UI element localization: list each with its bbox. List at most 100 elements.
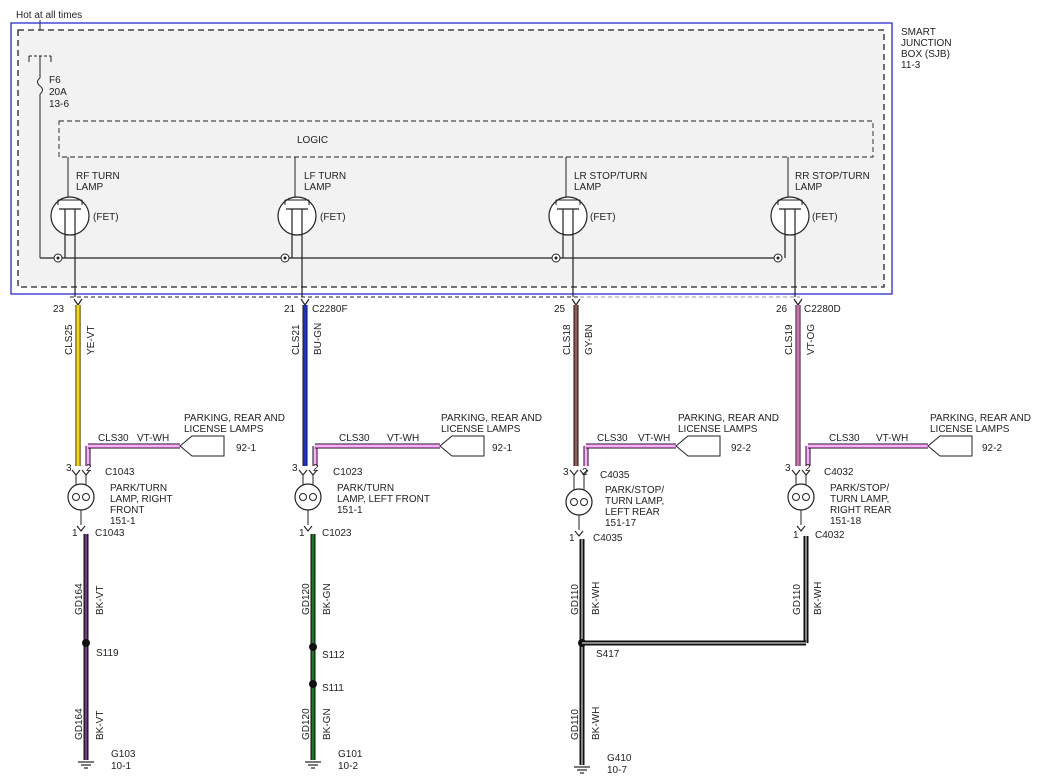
lamp-2-l1: PARK/STOP/ bbox=[605, 485, 664, 496]
lamp-3-conn-bot: C4032 bbox=[815, 530, 845, 541]
lamp-2 bbox=[565, 469, 593, 537]
branch-2-color: VT-WH bbox=[638, 433, 670, 444]
ground-2-ref: 10-7 bbox=[607, 765, 627, 776]
output-2-circuit: CLS18 bbox=[562, 324, 573, 355]
branch-3-color: VT-WH bbox=[876, 433, 908, 444]
sjb-box bbox=[10, 22, 893, 295]
ground-2-splice1: S417 bbox=[596, 649, 620, 660]
fet-0-label-1: RF TURN bbox=[76, 171, 120, 182]
output-0-circuit: CLS25 bbox=[64, 324, 75, 355]
ground-1-id: G101 bbox=[338, 749, 363, 760]
ground-0-id: G103 bbox=[111, 749, 136, 760]
branch-wire-2 bbox=[583, 443, 676, 466]
fuse-name: F6 bbox=[49, 75, 61, 86]
branch-0-circuit: CLS30 bbox=[98, 433, 129, 444]
ground-1-color-upper: BK-GN bbox=[322, 583, 333, 615]
output-0-connector-symbol bbox=[73, 298, 83, 307]
fet-2-label-2: LAMP bbox=[574, 182, 602, 193]
logic-box bbox=[58, 120, 874, 158]
branch-1-destination-arrow bbox=[439, 435, 485, 457]
lamp-2-pin3: 3 bbox=[563, 467, 569, 478]
output-1-connector: C2280F bbox=[312, 304, 348, 315]
branch-0-destination-arrow bbox=[179, 435, 225, 457]
branch-0-dest-2: LICENSE LAMPS bbox=[184, 424, 264, 435]
lamp-1-conn-top: C1023 bbox=[333, 467, 363, 478]
lamp-1-l1: PARK/TURN bbox=[337, 483, 394, 494]
branch-2-ref: 92-2 bbox=[731, 443, 751, 454]
lamp-2-pin1: 1 bbox=[569, 533, 575, 544]
branch-3-destination-arrow bbox=[927, 435, 973, 457]
lamp-0-bulb-icon bbox=[67, 483, 95, 511]
ground-2-circ-lower: GD110 bbox=[570, 709, 581, 740]
lamp-0-conn-top: C1043 bbox=[105, 467, 135, 478]
ground-1-splice2: S111 bbox=[322, 683, 344, 694]
ground-symbol-2 bbox=[574, 766, 590, 774]
lamp-3-l4: 151-18 bbox=[830, 516, 862, 527]
lamp-1-bulb-icon bbox=[294, 483, 322, 511]
lamp-2-bulb-icon bbox=[565, 488, 593, 516]
output-3-circuit: CLS19 bbox=[784, 324, 795, 355]
lamp-0-pin3: 3 bbox=[66, 463, 72, 474]
branch-3-dest-2: LICENSE LAMPS bbox=[930, 424, 1010, 435]
lamp-3-bulb-icon bbox=[787, 483, 815, 511]
sjb-label-3: BOX (SJB) bbox=[901, 49, 950, 60]
lamp-2-l3: LEFT REAR bbox=[605, 507, 660, 518]
ground-0-color-upper: BK-VT bbox=[95, 586, 106, 615]
lamp-0-l2: LAMP, RIGHT bbox=[110, 494, 173, 505]
output-3-color: VT-OG bbox=[806, 324, 817, 355]
branch-1-color: VT-WH bbox=[387, 433, 419, 444]
lamp-1-pin1: 1 bbox=[299, 528, 305, 539]
splice-s119 bbox=[82, 639, 90, 647]
lamp-0-l4: 151-1 bbox=[110, 516, 136, 527]
lamp-2-pin2: 2 bbox=[582, 467, 588, 478]
ground-symbol-0 bbox=[78, 761, 94, 769]
branch-wire-1 bbox=[312, 443, 440, 466]
ground-3-circ-upper: GD110 bbox=[792, 584, 803, 615]
ground-1-circ-upper: GD120 bbox=[301, 583, 312, 615]
lamp-3-l2: TURN LAMP, bbox=[830, 494, 889, 505]
lamp-0-l3: FRONT bbox=[110, 505, 144, 516]
ground-1-ref: 10-2 bbox=[338, 761, 358, 772]
ground-1-color-lower: BK-GN bbox=[322, 708, 333, 740]
lamp-3 bbox=[787, 469, 815, 532]
hot-label: Hot at all times bbox=[16, 10, 82, 21]
lamp-0-pin2: 2 bbox=[86, 463, 92, 474]
branch-1-dest-1: PARKING, REAR AND bbox=[441, 413, 542, 424]
output-1-pin: 21 bbox=[284, 304, 296, 315]
ground-1-splice1: S112 bbox=[322, 650, 345, 661]
output-3-pin: 26 bbox=[776, 304, 788, 315]
ground-0-splice1: S119 bbox=[96, 648, 119, 659]
branch-wire-3 bbox=[805, 443, 928, 466]
output-1-connector-symbol bbox=[300, 298, 310, 307]
lamp-3-pin1: 1 bbox=[793, 530, 799, 541]
fet-3-type: (FET) bbox=[812, 212, 838, 223]
fuse-rating: 20A bbox=[49, 87, 67, 98]
fet-switch-0 bbox=[50, 157, 90, 297]
lamp-1-pin2: 2 bbox=[313, 463, 319, 474]
splice-s111 bbox=[309, 680, 317, 688]
lamp-3-l3: RIGHT REAR bbox=[830, 505, 892, 516]
branch-2-circuit: CLS30 bbox=[597, 433, 628, 444]
output-2-pin: 25 bbox=[554, 304, 566, 315]
lamp-1-pin3: 3 bbox=[292, 463, 298, 474]
fet-3-label-2: LAMP bbox=[795, 182, 823, 193]
lamp-3-pin3: 3 bbox=[785, 463, 791, 474]
branch-2-dest-1: PARKING, REAR AND bbox=[678, 413, 779, 424]
output-3-connector: C2280D bbox=[804, 304, 841, 315]
logic-label: LOGIC bbox=[297, 135, 328, 146]
ground-0-ref: 10-1 bbox=[111, 761, 131, 772]
fet-switch-2 bbox=[548, 157, 588, 297]
fet-1-type: (FET) bbox=[320, 212, 346, 223]
lamp-2-l4: 151-17 bbox=[605, 518, 637, 529]
sjb-inner-dashed bbox=[17, 29, 885, 288]
sjb-label-1: SMART bbox=[901, 27, 936, 38]
lamp-2-conn-top: C4035 bbox=[600, 470, 630, 481]
branch-2-dest-2: LICENSE LAMPS bbox=[678, 424, 758, 435]
lamp-0-l1: PARK/TURN bbox=[110, 483, 167, 494]
lamp-2-l2: TURN LAMP, bbox=[605, 496, 664, 507]
lamp-0 bbox=[67, 469, 95, 532]
output-1-circuit: CLS21 bbox=[291, 324, 302, 355]
ground-0-circ-upper: GD164 bbox=[74, 583, 85, 615]
output-2-connector-symbol bbox=[571, 298, 581, 307]
fuse-f6 bbox=[28, 55, 52, 258]
